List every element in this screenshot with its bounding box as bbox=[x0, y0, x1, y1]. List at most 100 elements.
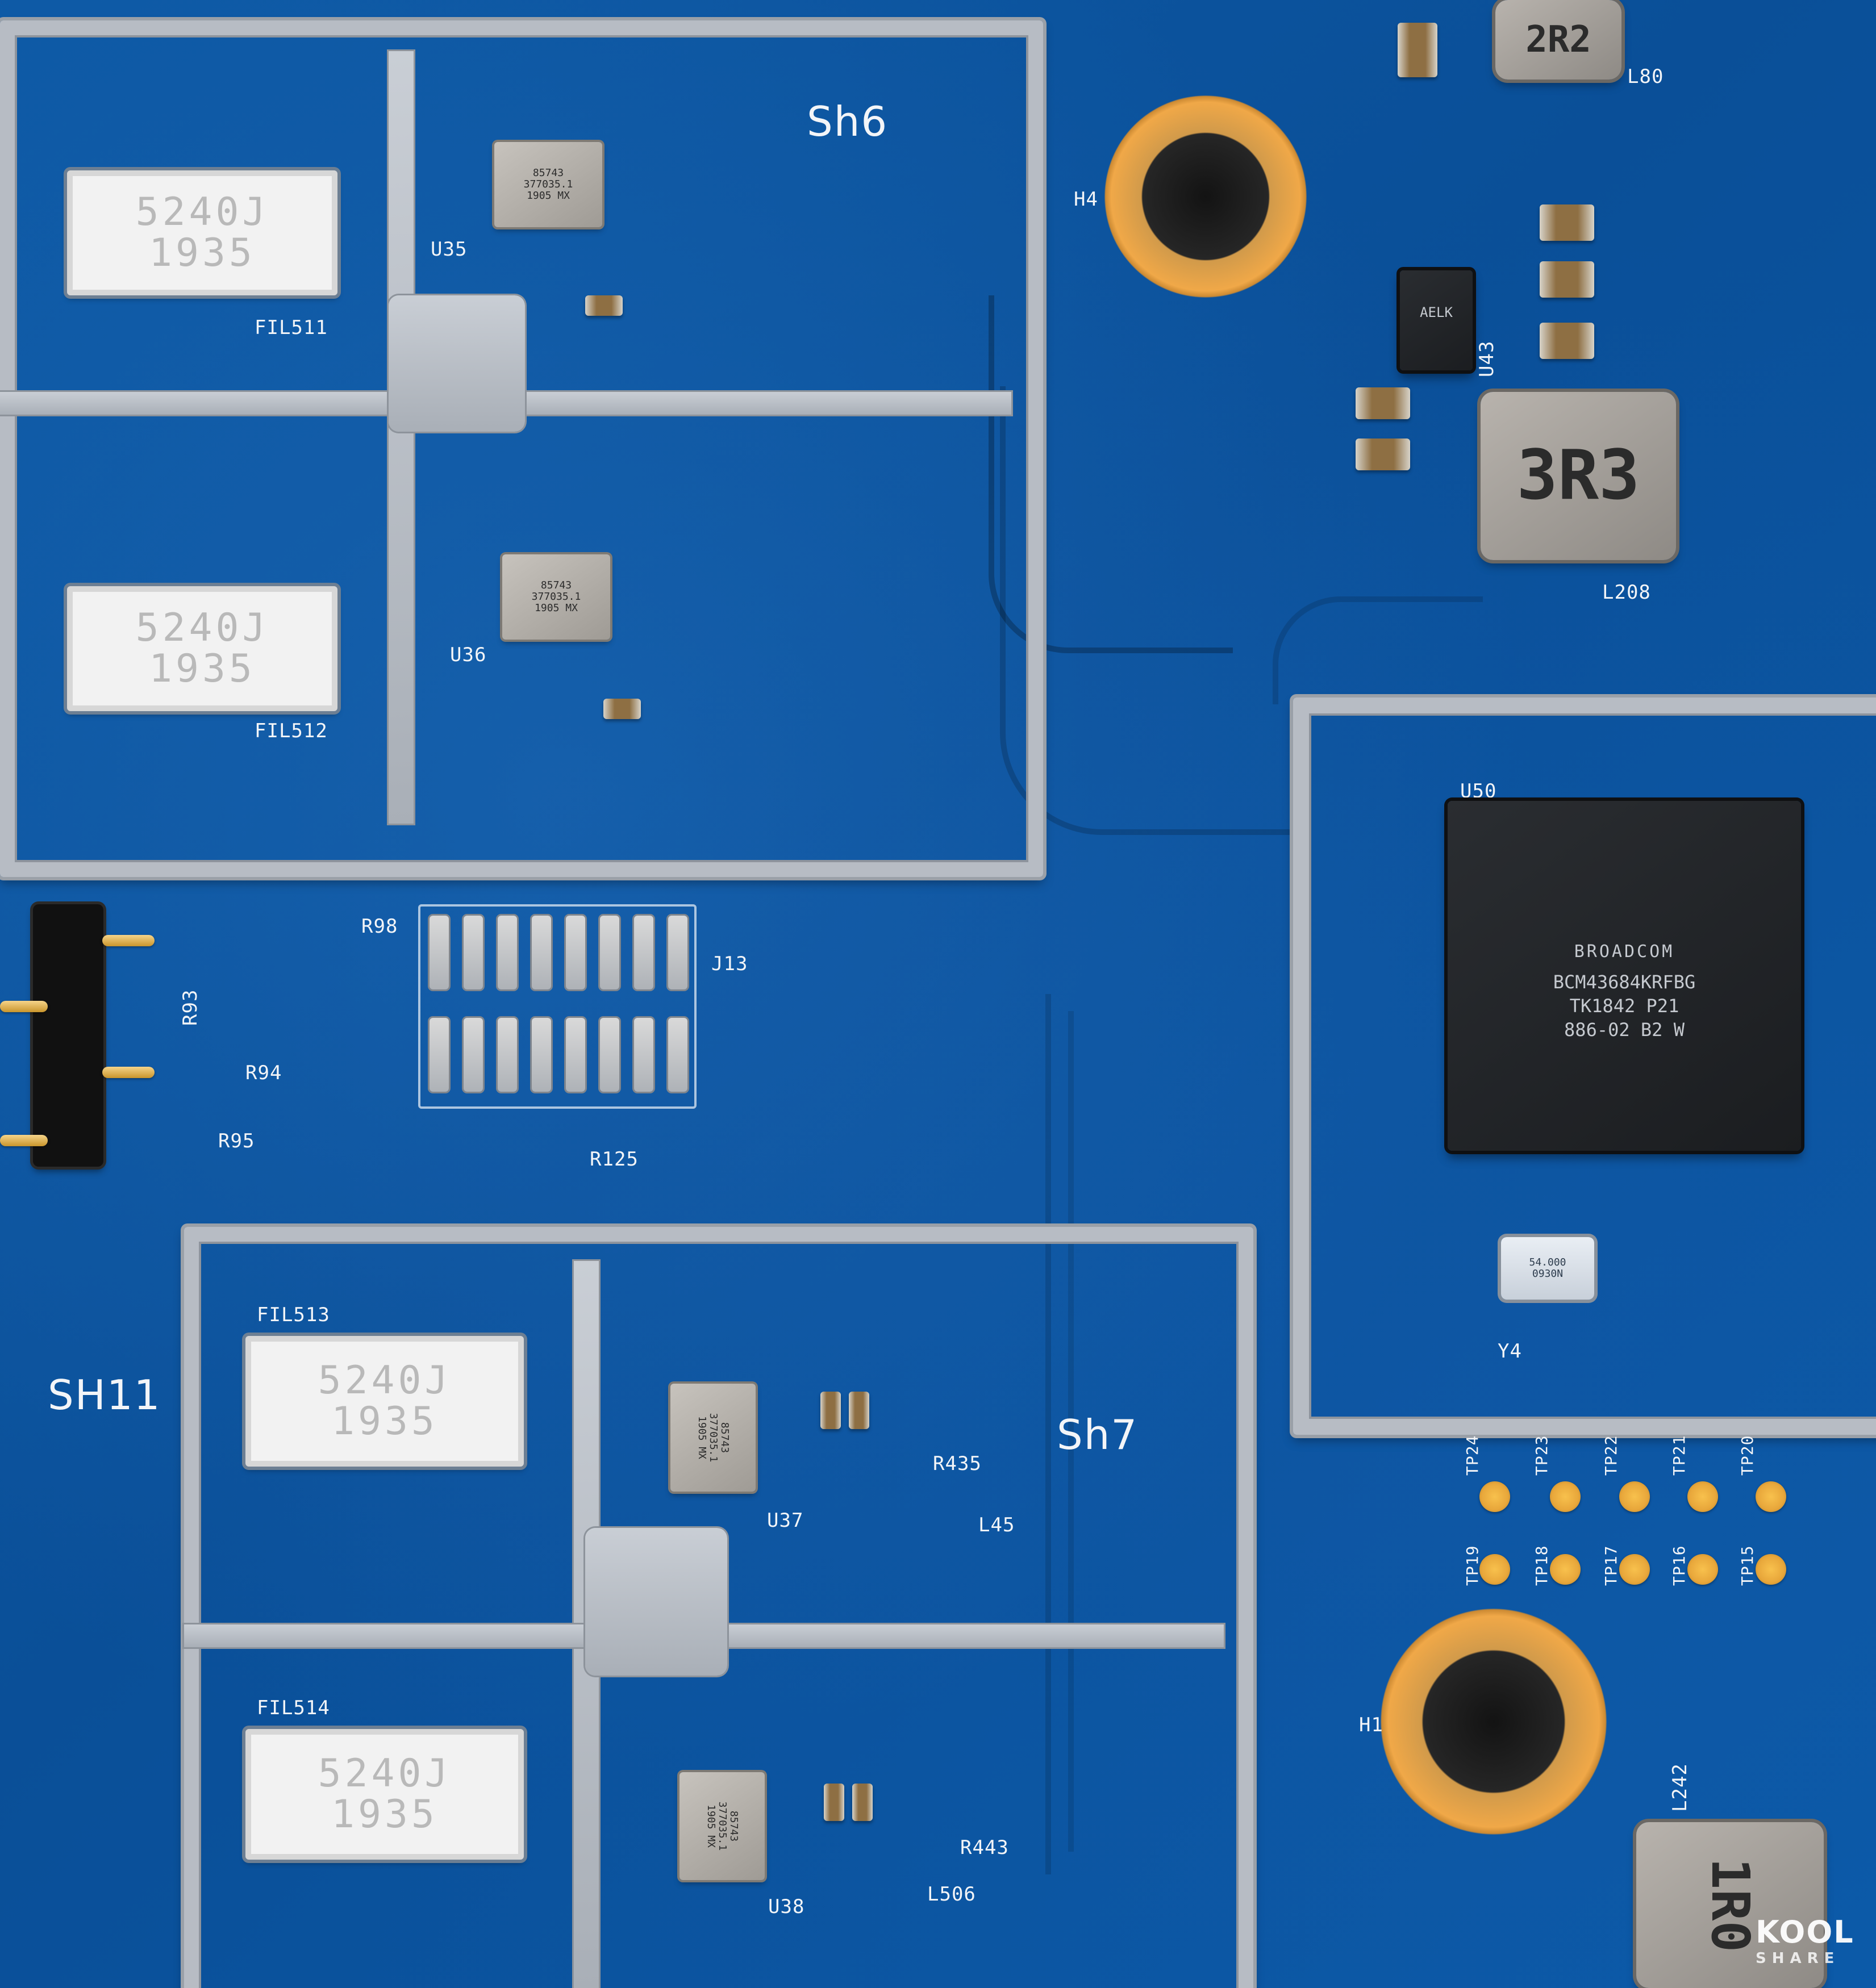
pin-header bbox=[33, 904, 103, 1167]
label-l242: L242 bbox=[1669, 1763, 1691, 1812]
label-r98: R98 bbox=[361, 915, 398, 938]
smd-capacitor bbox=[1356, 438, 1410, 470]
j13-pad bbox=[566, 916, 585, 989]
rf-chip-u36: 85743 377035.1 1905 MX bbox=[502, 554, 610, 640]
header-pin bbox=[0, 1001, 48, 1012]
j13-pad bbox=[634, 916, 653, 989]
label-u50: U50 bbox=[1460, 780, 1497, 803]
label-fil513: FIL513 bbox=[257, 1304, 330, 1326]
rf-chip-u37-marking: 85743 377035.1 1905 MX bbox=[696, 1413, 731, 1463]
shield-divider bbox=[585, 1528, 727, 1676]
smd-capacitor bbox=[1398, 23, 1437, 77]
pcb-trace bbox=[989, 295, 1233, 653]
smd-capacitor bbox=[1356, 387, 1410, 419]
broadcom-brand: BROADCOM bbox=[1574, 942, 1675, 962]
label-sh7: Sh7 bbox=[1057, 1411, 1139, 1459]
j13-pad bbox=[498, 1018, 517, 1092]
mounting-hole-h4 bbox=[1104, 95, 1307, 298]
test-pad-tp22 bbox=[1619, 1481, 1650, 1512]
label-tp18: TP18 bbox=[1532, 1545, 1551, 1586]
test-pad-tp19 bbox=[1479, 1554, 1510, 1585]
inductor-l208-marking: 3R3 bbox=[1516, 436, 1640, 515]
label-sh11: SH11 bbox=[48, 1371, 161, 1419]
inductor-l208: 3R3 bbox=[1481, 392, 1676, 560]
pcb-trace bbox=[1000, 386, 1301, 835]
label-fil512: FIL512 bbox=[255, 720, 328, 742]
j13-pad bbox=[464, 916, 483, 989]
j13-pad bbox=[430, 1018, 449, 1092]
smd-capacitor bbox=[1540, 261, 1594, 298]
label-tp21: TP21 bbox=[1670, 1435, 1689, 1476]
smd-capacitor bbox=[852, 1784, 873, 1821]
label-tp22: TP22 bbox=[1602, 1435, 1620, 1476]
label-r94: R94 bbox=[245, 1062, 282, 1084]
label-u35: U35 bbox=[431, 238, 468, 261]
label-tp24: TP24 bbox=[1463, 1435, 1482, 1476]
label-h4: H4 bbox=[1074, 188, 1098, 211]
j13-pad bbox=[600, 916, 619, 989]
label-tp23: TP23 bbox=[1532, 1435, 1551, 1476]
pcb-trace bbox=[1045, 994, 1346, 1874]
label-r95: R95 bbox=[218, 1130, 255, 1152]
test-pad-tp20 bbox=[1756, 1481, 1786, 1512]
j13-pad bbox=[532, 1018, 551, 1092]
rf-chip-u38-marking: 85743 377035.1 1905 MX bbox=[705, 1801, 740, 1851]
j13-pad bbox=[668, 1018, 687, 1092]
label-r443: R443 bbox=[960, 1836, 1009, 1859]
rf-chip-u36-marking: 85743 377035.1 1905 MX bbox=[531, 579, 581, 614]
label-tp15: TP15 bbox=[1738, 1545, 1757, 1586]
j13-pad bbox=[634, 1018, 653, 1092]
inductor-l242: 1R0 bbox=[1636, 1822, 1824, 1988]
broadcom-code: 886-02 B2 W bbox=[1564, 1019, 1685, 1041]
j13-pad bbox=[600, 1018, 619, 1092]
j13-pad bbox=[464, 1018, 483, 1092]
watermark-logo: KOOL SHARE bbox=[1756, 1914, 1854, 1967]
label-u38: U38 bbox=[768, 1895, 805, 1918]
test-pad-tp18 bbox=[1550, 1554, 1581, 1585]
label-tp16: TP16 bbox=[1670, 1545, 1689, 1586]
label-fil511: FIL511 bbox=[255, 316, 328, 339]
test-pad-tp23 bbox=[1550, 1481, 1581, 1512]
label-y4: Y4 bbox=[1498, 1340, 1522, 1363]
label-r435: R435 bbox=[933, 1452, 982, 1475]
label-u43: U43 bbox=[1475, 340, 1498, 377]
label-j13: J13 bbox=[711, 953, 748, 975]
broadcom-lot: TK1842 P21 bbox=[1569, 995, 1679, 1017]
j13-pad bbox=[532, 916, 551, 989]
ic-u43-marking: AELK bbox=[1420, 304, 1453, 320]
header-pin bbox=[102, 935, 155, 946]
label-l45: L45 bbox=[978, 1514, 1015, 1536]
test-pad-tp24 bbox=[1479, 1481, 1510, 1512]
rf-chip-u38: 85743 377035.1 1905 MX bbox=[679, 1772, 765, 1880]
test-pad-tp17 bbox=[1619, 1554, 1650, 1585]
smd-capacitor bbox=[1540, 323, 1594, 359]
j13-pad bbox=[566, 1018, 585, 1092]
test-pad-tp15 bbox=[1756, 1554, 1786, 1585]
j13-pad bbox=[430, 916, 449, 989]
rf-shield-sh6 bbox=[0, 20, 1043, 877]
crystal-y4: 54.000 0930N bbox=[1501, 1237, 1594, 1300]
shield-divider bbox=[389, 295, 525, 432]
pcb-trace bbox=[1273, 596, 1483, 704]
rf-chip-u35: 85743 377035.1 1905 MX bbox=[494, 142, 602, 227]
smd-capacitor bbox=[585, 295, 623, 316]
label-u36: U36 bbox=[450, 644, 487, 666]
pcb-trace bbox=[1068, 1011, 1381, 1852]
connector-j13 bbox=[418, 904, 697, 1109]
inductor-l80: 2R2 bbox=[1495, 0, 1621, 80]
rf-shield-broadcom bbox=[1293, 698, 1876, 1435]
rf-chip-u37: 85743 377035.1 1905 MX bbox=[670, 1384, 756, 1492]
rf-chip-u35-marking: 85743 377035.1 1905 MX bbox=[523, 167, 573, 202]
label-tp19: TP19 bbox=[1463, 1545, 1482, 1586]
label-u37: U37 bbox=[767, 1509, 804, 1532]
inductor-l80-marking: 2R2 bbox=[1525, 19, 1591, 61]
label-sh6: Sh6 bbox=[807, 98, 889, 145]
soc-bcm43684: BROADCOM BCM43684KRFBG TK1842 P21 886-02… bbox=[1448, 801, 1801, 1151]
